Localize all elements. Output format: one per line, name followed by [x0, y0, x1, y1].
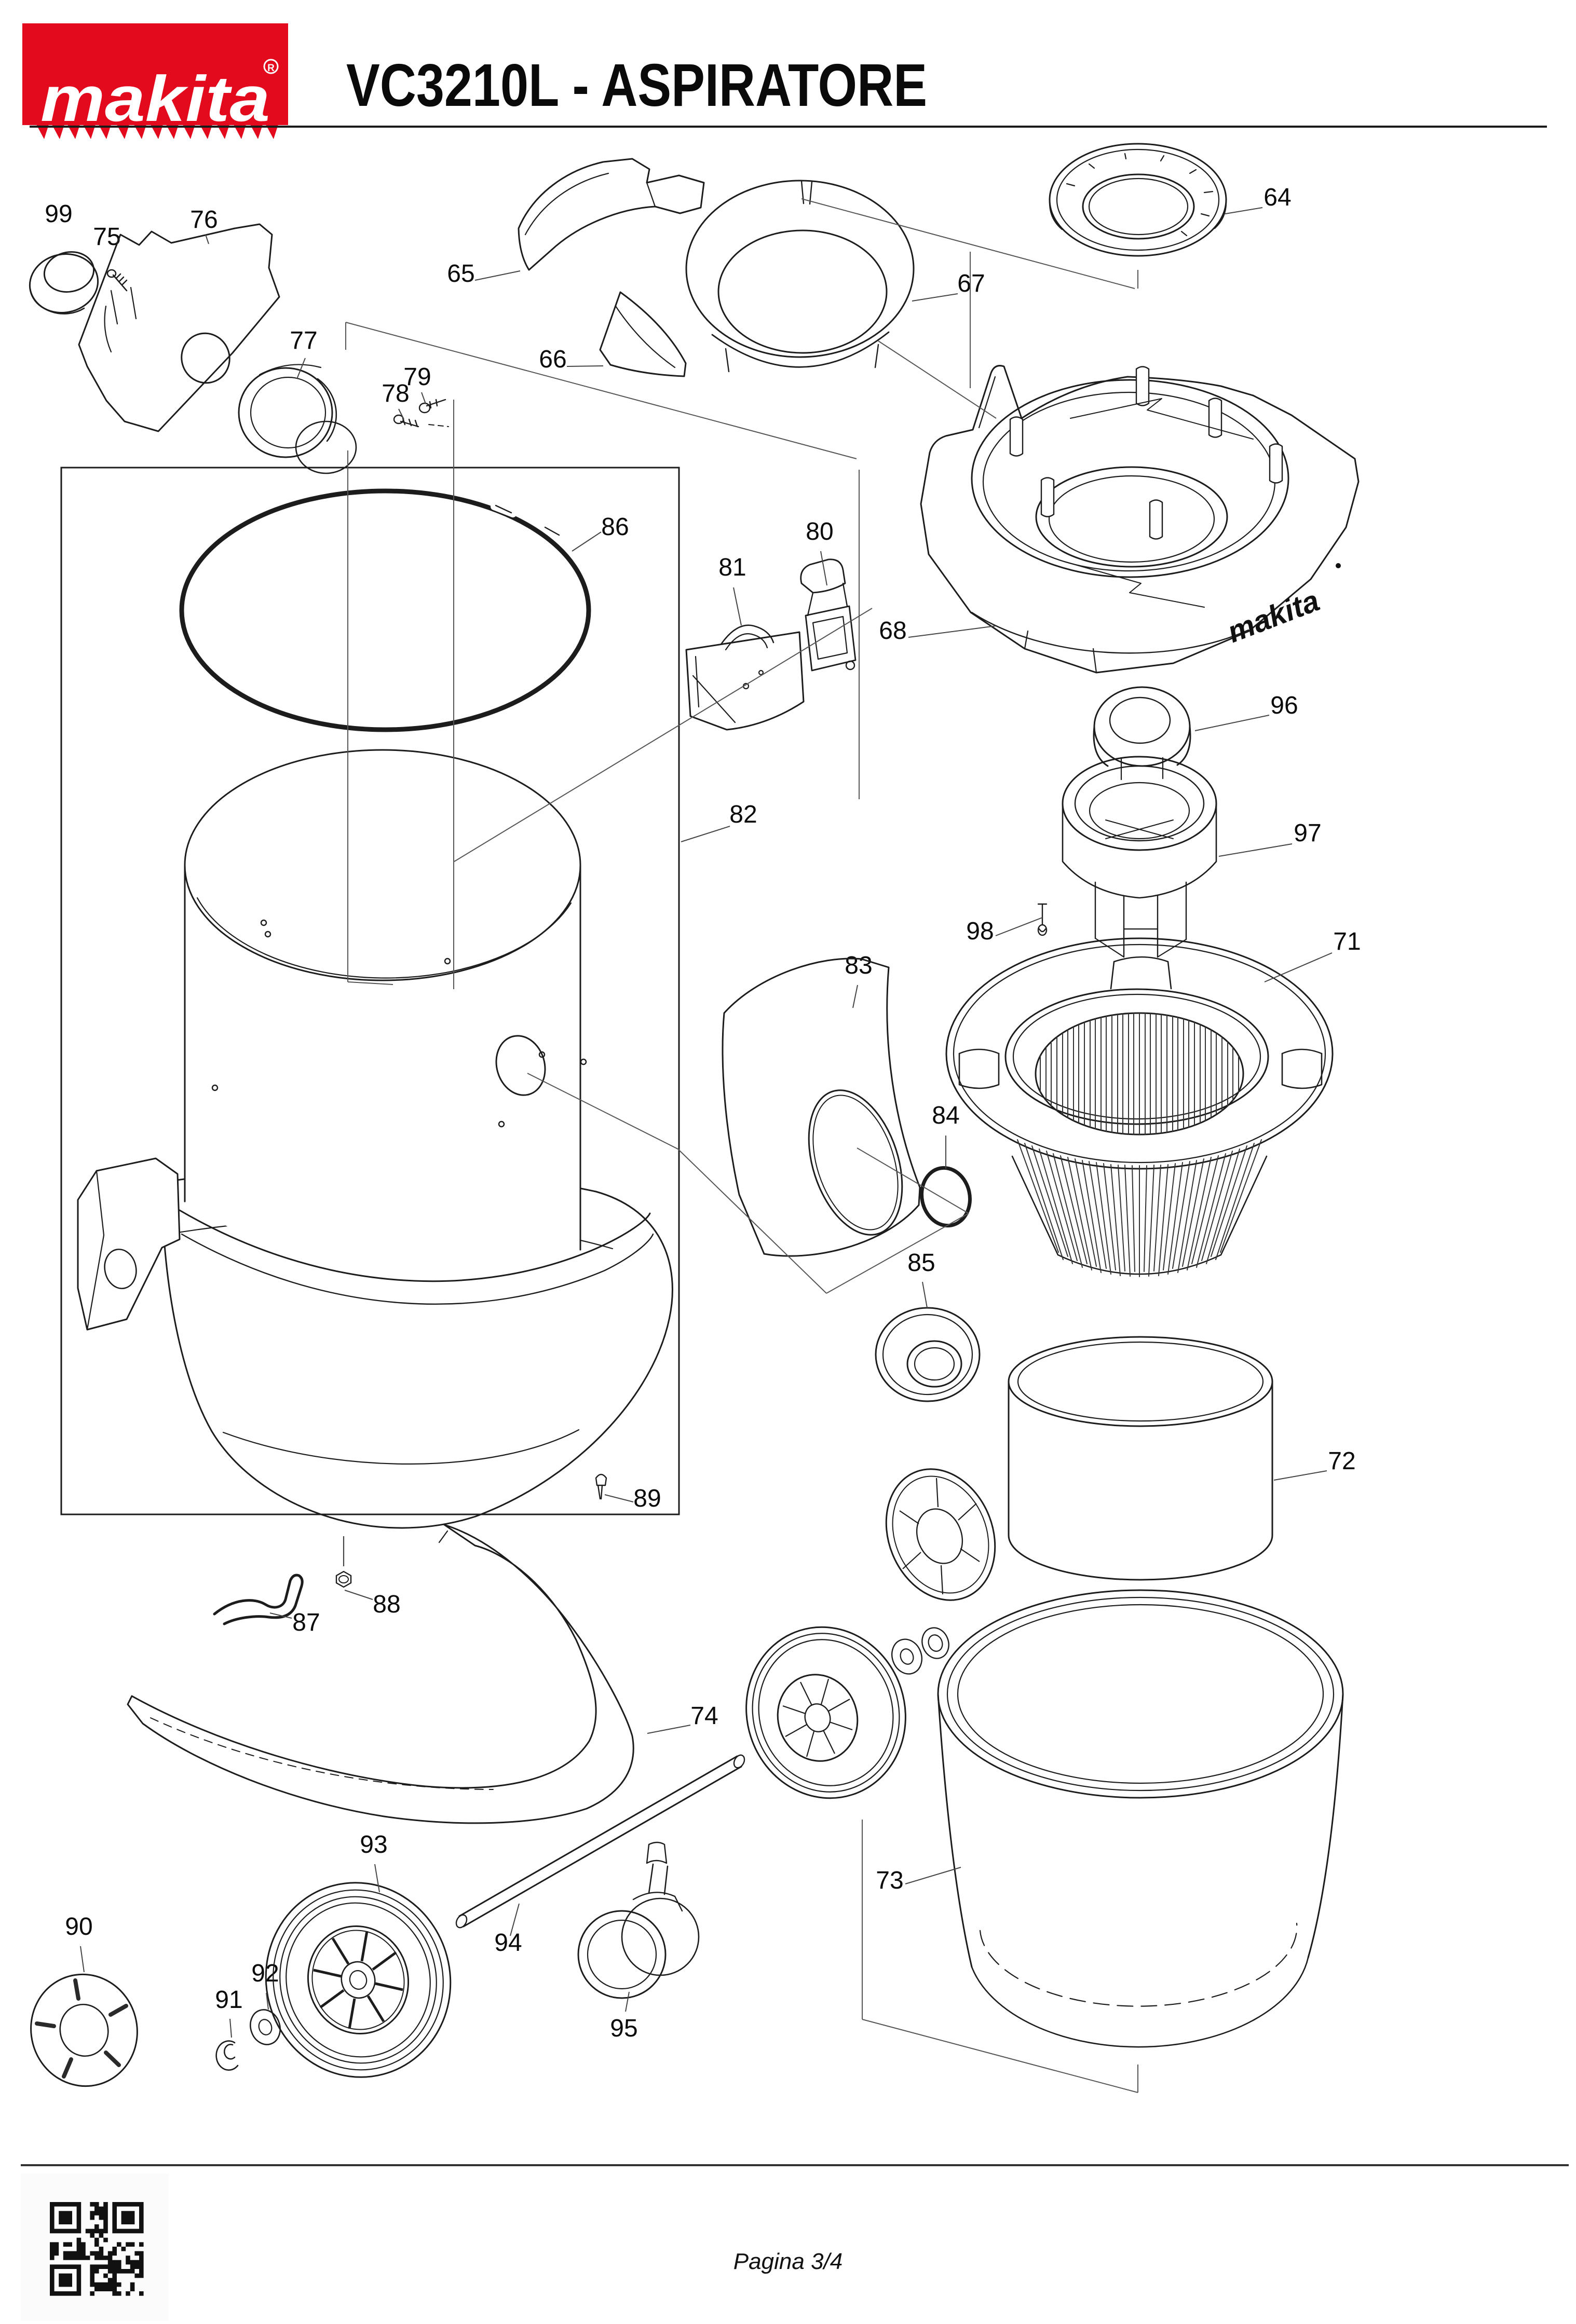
svg-text:93: 93 [360, 1831, 387, 1858]
svg-text:VC3210L - ASPIRATORE: VC3210L - ASPIRATORE [346, 51, 927, 119]
svg-text:84: 84 [932, 1102, 959, 1129]
svg-text:78: 78 [382, 380, 409, 407]
svg-text:66: 66 [539, 346, 566, 373]
svg-text:99: 99 [45, 200, 72, 228]
svg-text:91: 91 [215, 1986, 242, 2014]
svg-text:79: 79 [403, 363, 431, 391]
svg-text:83: 83 [845, 952, 872, 979]
svg-text:95: 95 [610, 2015, 637, 2042]
svg-text:73: 73 [876, 1867, 903, 1894]
svg-text:86: 86 [601, 513, 629, 541]
svg-text:64: 64 [1263, 184, 1291, 211]
svg-text:Pagina 3/4: Pagina 3/4 [733, 2249, 843, 2274]
svg-text:90: 90 [65, 1913, 92, 1940]
svg-text:77: 77 [290, 327, 317, 354]
svg-text:89: 89 [633, 1485, 661, 1512]
svg-text:makita: makita [40, 63, 270, 135]
svg-text:98: 98 [966, 918, 994, 945]
svg-text:76: 76 [190, 206, 218, 234]
svg-text:88: 88 [373, 1591, 400, 1618]
svg-text:82: 82 [729, 801, 757, 828]
svg-text:72: 72 [1328, 1447, 1355, 1475]
svg-text:71: 71 [1333, 928, 1361, 955]
svg-text:87: 87 [292, 1609, 320, 1636]
svg-text:96: 96 [1270, 692, 1298, 719]
svg-text:74: 74 [690, 1702, 718, 1730]
svg-text:80: 80 [806, 518, 833, 545]
svg-text:94: 94 [494, 1929, 522, 1957]
svg-text:85: 85 [907, 1249, 935, 1277]
svg-text:67: 67 [957, 270, 985, 297]
svg-text:97: 97 [1294, 819, 1321, 847]
svg-text:R: R [267, 63, 275, 74]
svg-text:65: 65 [447, 260, 474, 288]
svg-text:68: 68 [879, 617, 906, 645]
svg-text:81: 81 [718, 554, 746, 581]
